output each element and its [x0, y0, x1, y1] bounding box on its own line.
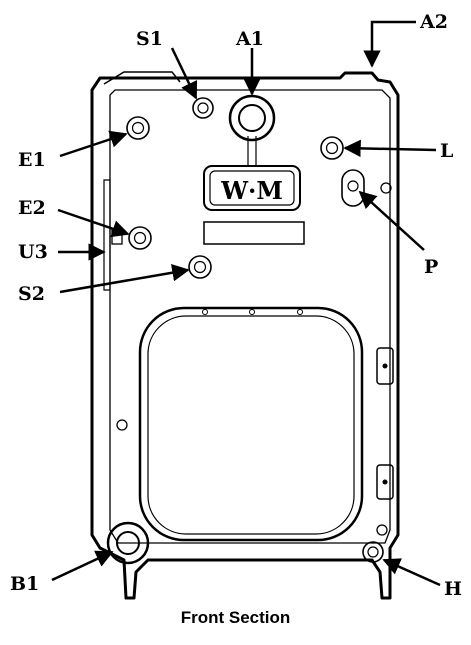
center-window-inner — [147, 315, 355, 535]
hole-e2 — [128, 226, 152, 250]
arrow-l — [343, 139, 437, 158]
window-rivet-3 — [297, 309, 303, 315]
hole-s1 — [192, 97, 214, 119]
logo-stem — [247, 136, 257, 166]
arrow-b1 — [51, 550, 114, 582]
label-p: P — [424, 256, 438, 278]
hole-left-mid — [116, 419, 128, 431]
logo-blank-bar — [203, 221, 305, 245]
label-s1: S1 — [136, 28, 163, 50]
arrow-e2 — [57, 208, 130, 238]
hole-b1 — [106, 521, 150, 565]
arrow-s2 — [59, 264, 190, 294]
left-side-strip — [103, 179, 111, 291]
arrow-p — [358, 190, 425, 251]
label-h: H — [444, 578, 462, 600]
arrow-a2 — [363, 20, 416, 68]
label-u3: U3 — [18, 241, 48, 263]
arrow-s1 — [170, 47, 198, 100]
label-s2: S2 — [18, 283, 45, 305]
hole-right-edge-1 — [380, 182, 392, 194]
arrow-h — [382, 558, 441, 587]
right-tab-lower — [376, 464, 394, 500]
window-rivet-2 — [249, 309, 255, 315]
label-b1: B1 — [10, 573, 39, 595]
hole-l — [320, 136, 344, 160]
label-e1: E1 — [18, 149, 46, 171]
arrow-e1 — [59, 130, 128, 158]
label-e2: E2 — [18, 197, 46, 219]
logo-text: W·M — [220, 176, 283, 205]
slot-p — [341, 169, 365, 207]
center-window-outer — [138, 306, 364, 542]
hole-a1 — [228, 94, 276, 142]
label-a2: A2 — [419, 11, 448, 33]
right-tab-upper — [376, 347, 394, 385]
plate-inner-rim — [109, 89, 391, 544]
label-a1: A1 — [235, 28, 264, 50]
window-rivet-1 — [202, 309, 208, 315]
plate-top-flange — [103, 71, 181, 85]
hole-right-lower — [376, 524, 388, 536]
hole-e1 — [126, 116, 150, 140]
hole-h — [362, 541, 384, 563]
hole-s2 — [188, 255, 212, 279]
label-l: L — [440, 140, 453, 162]
diagram-caption: Front Section — [180, 608, 291, 627]
logo-plate-outer — [203, 165, 301, 211]
logo-plate-inner — [209, 170, 295, 206]
plate-outline — [90, 71, 400, 600]
